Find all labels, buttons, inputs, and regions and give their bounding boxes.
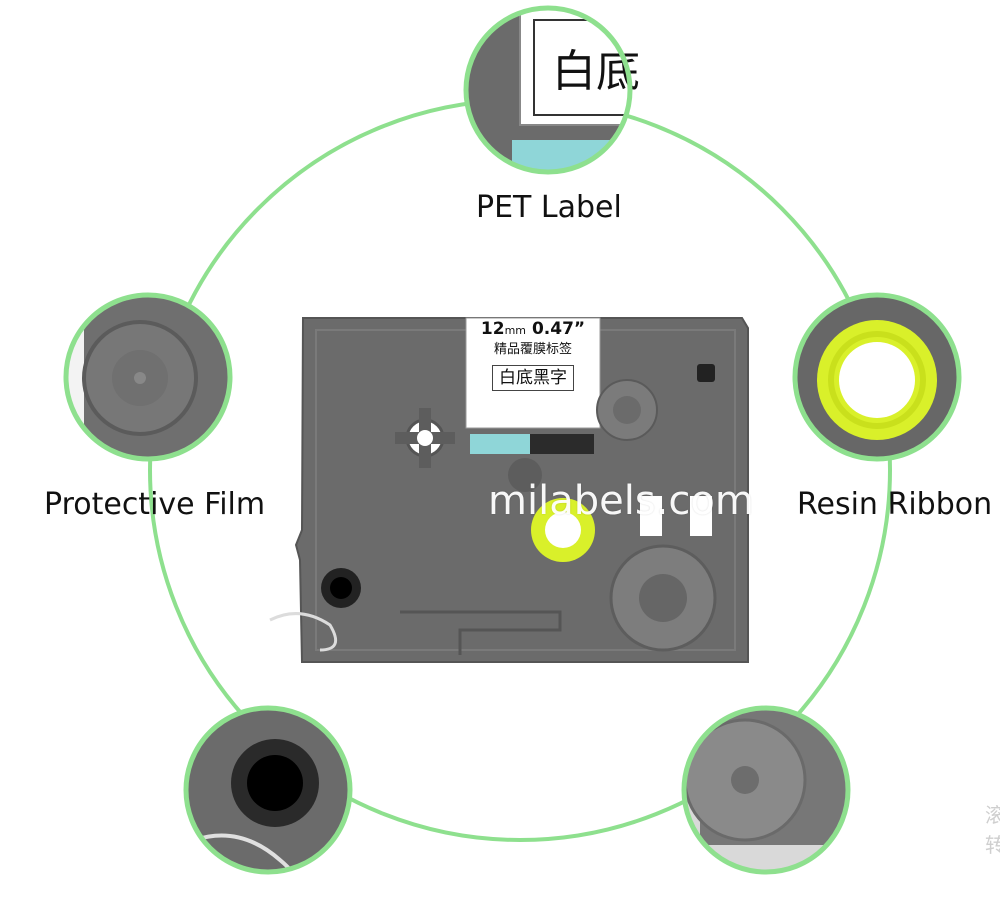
detail-resin-ribbon — [792, 292, 962, 462]
edge-char-1: 滚 — [985, 803, 1000, 827]
detail-protective-film — [63, 292, 233, 462]
edge-char-2: 转 — [985, 833, 1000, 857]
size-main: 12 — [480, 319, 505, 339]
detail-pet-label: 白底 — [463, 5, 640, 175]
size-inch: 0.47” — [531, 319, 586, 339]
detail-black-hub — [183, 705, 353, 875]
cassette-size: 12mm 0.47” — [467, 319, 599, 341]
callout-protective-film: Protective Film — [44, 487, 266, 522]
edge-text: 滚 转 — [985, 800, 1000, 860]
size-unit: mm — [504, 324, 527, 337]
cassette-label-text: 12mm 0.47” 精品覆膜标签 白底黑字 — [467, 319, 599, 391]
cassette-boxed-text: 白底黑字 — [492, 365, 574, 391]
tape-cassette — [269, 317, 749, 663]
watermark-text: milabels.com — [488, 478, 754, 524]
detail-gray-spool — [681, 705, 851, 875]
callout-resin-ribbon: Resin Ribbon — [797, 487, 993, 522]
callout-pet-label: PET Label — [476, 190, 622, 225]
cassette-subtitle: 精品覆膜标签 — [493, 342, 572, 357]
cassette-label-area — [465, 317, 601, 429]
